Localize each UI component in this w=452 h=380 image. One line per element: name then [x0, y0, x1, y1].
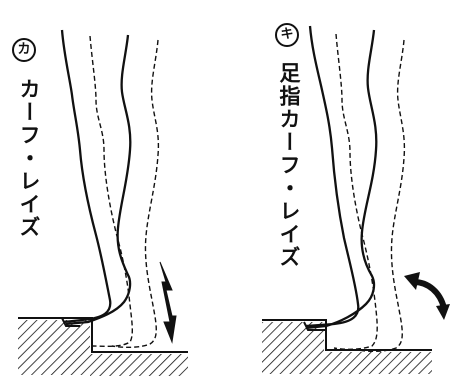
- panel-left-figure: [18, 30, 188, 376]
- leg-solid-left: [62, 30, 110, 322]
- caption-left: カーフ・レイズ: [18, 78, 39, 239]
- leg-solid-right: [306, 26, 358, 326]
- panel-marker-left: カ: [12, 38, 36, 62]
- leg-dashed-right: [334, 34, 377, 349]
- caption-right: 足指カーフ・レイズ: [278, 62, 299, 269]
- step-hatch-left: [18, 320, 90, 375]
- curved-double-arrow-icon: [404, 272, 450, 320]
- up-down-arrow-icon: [160, 262, 176, 342]
- panel-marker-right: キ: [275, 23, 299, 47]
